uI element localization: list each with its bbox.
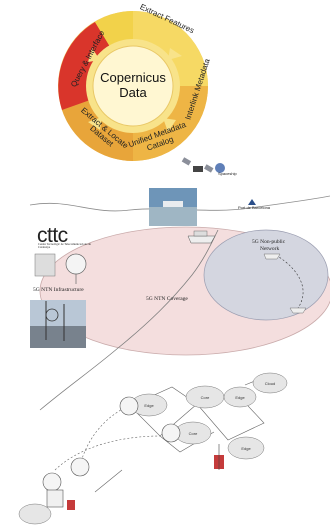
ntn-network xyxy=(29,157,330,411)
cloud-2: Core xyxy=(185,385,225,409)
npn-label-line1: 5G Non-public xyxy=(252,239,286,245)
cloud-bottom xyxy=(18,503,52,525)
satellite-icon xyxy=(181,157,214,173)
cycle-arrow-4 xyxy=(88,48,100,62)
topology-link-5 xyxy=(94,469,123,493)
cloud-3: Edge xyxy=(223,386,257,408)
npn-area xyxy=(203,229,329,321)
topology-link-wireless-2 xyxy=(54,435,161,471)
cycle-segment-red xyxy=(58,22,112,110)
cttc-subtitle: Centre Tecnològic de Telecomunicacions d… xyxy=(38,242,91,249)
port-logo xyxy=(248,199,256,205)
topology-nodes: Edge Core Edge Core Edge Cloud xyxy=(18,372,288,525)
port-photo-dock xyxy=(149,207,197,226)
cloud-label-1: Edge xyxy=(144,403,154,408)
cycle-arrow-3 xyxy=(88,117,102,130)
cloud-label-6: Cloud xyxy=(265,381,275,386)
dish-antenna-3 xyxy=(42,472,62,492)
dish-antenna-4 xyxy=(70,457,90,477)
topology-link-wireless-1 xyxy=(79,405,129,466)
coverage-label: 5G NTN Coverage xyxy=(146,296,188,302)
infrastructure-label: 5G NTN Infrastructure xyxy=(33,287,84,293)
cloud-5: Edge xyxy=(227,436,265,460)
npn-label-line2: Network xyxy=(260,246,280,252)
copernicus-cycle: Copernicus Data Extract Features Interli… xyxy=(58,2,212,161)
cycle-segment-bottom-left xyxy=(62,99,133,161)
cycle-arrow-2 xyxy=(163,118,176,132)
coastline-left xyxy=(39,229,219,411)
ground-station-icon xyxy=(34,253,87,284)
cycle-center xyxy=(92,45,174,127)
cycle-center-line1: Copernicus xyxy=(100,70,166,85)
port-photo-ship xyxy=(163,201,183,207)
cloud-4: Core xyxy=(174,421,212,445)
dish-antenna-1 xyxy=(119,396,139,416)
cloud-label-2: Core xyxy=(201,395,210,400)
antenna-photo xyxy=(30,300,86,348)
cloud-6: Cloud xyxy=(252,372,288,394)
boat-icon xyxy=(289,307,307,314)
cloud-label-4: Core xyxy=(189,431,198,436)
server-box xyxy=(46,489,64,508)
cloud-label-3: Edge xyxy=(235,395,245,400)
cycle-arrow-1 xyxy=(168,48,182,60)
spaceship-logo xyxy=(215,163,225,173)
cloud-label-5: Edge xyxy=(241,446,251,451)
npn-ship-icon xyxy=(263,253,281,260)
cttc-logo: cttc xyxy=(37,224,68,247)
ship-icon xyxy=(187,230,216,244)
red-device xyxy=(67,500,75,510)
port-label: Port de Barcelona xyxy=(238,205,271,210)
cycle-center-line2: Data xyxy=(119,85,147,100)
dish-antenna-2 xyxy=(161,423,181,443)
spaceship-label: Spaceship xyxy=(218,171,237,176)
